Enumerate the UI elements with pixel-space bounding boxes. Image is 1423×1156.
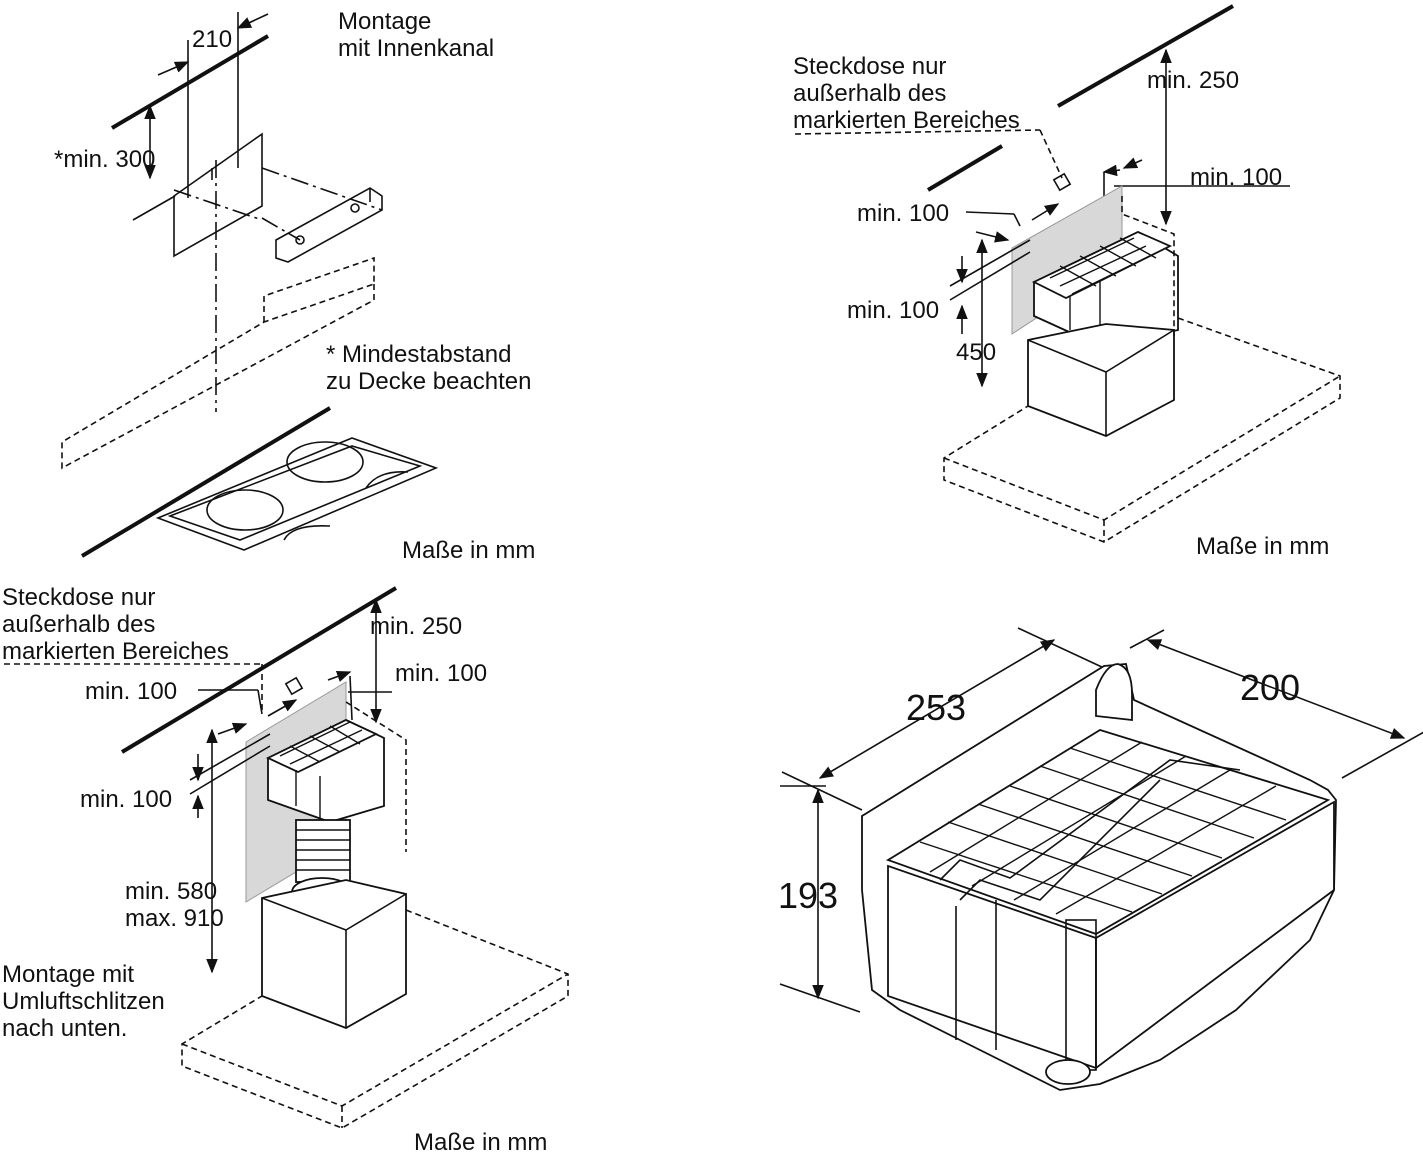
dim-193: 193 [778,875,839,916]
socket-note-top-right: Steckdose nur außerhalb des markierten B… [793,53,1020,134]
dim-253: 253 [906,687,967,728]
socket-note-bottom-left: Steckdose nur außerhalb des markierten B… [2,584,229,665]
panel-top-right-drawing [794,4,1341,543]
dim-min-300: *min. 300 [54,146,156,173]
dim-450: 450 [956,339,997,366]
units-label-top-left: Maße in mm [402,537,536,564]
dim-min-100-right-bottom-left: min. 100 [395,660,488,687]
panel-top-left-drawing [61,12,439,558]
panel-bottom-right-drawing [779,627,1423,1091]
dim-min-100-lower-bottom-left: min. 100 [80,786,173,813]
dim-min-250-bottom-left: min. 250 [370,613,463,640]
dim-min-100-left-top-right: min. 100 [857,200,950,227]
dim-min-580-max-910: min. 580 max. 910 [125,878,224,932]
dim-min-100-right-top-right: min. 100 [1190,164,1283,191]
dim-width-210: 210 [192,26,233,53]
title-montage-innenkanal: Montage mit Innenkanal [338,8,495,62]
units-label-top-right: Maße in mm [1196,533,1330,560]
units-label-bottom-left: Maße in mm [414,1129,548,1156]
dim-min-100-left-bottom-left: min. 100 [85,678,178,705]
mount-note-umluft: Montage mit Umluftschlitzen nach unten. [2,961,165,1042]
dim-200: 200 [1240,667,1301,708]
panel-bottom-left-drawing [4,586,569,1129]
dim-min-250-top-right: min. 250 [1147,67,1240,94]
note-mindestabstand: * Mindestabstand zu Decke beachten [326,341,532,395]
dim-min-100-lower-top-right: min. 100 [847,297,940,324]
